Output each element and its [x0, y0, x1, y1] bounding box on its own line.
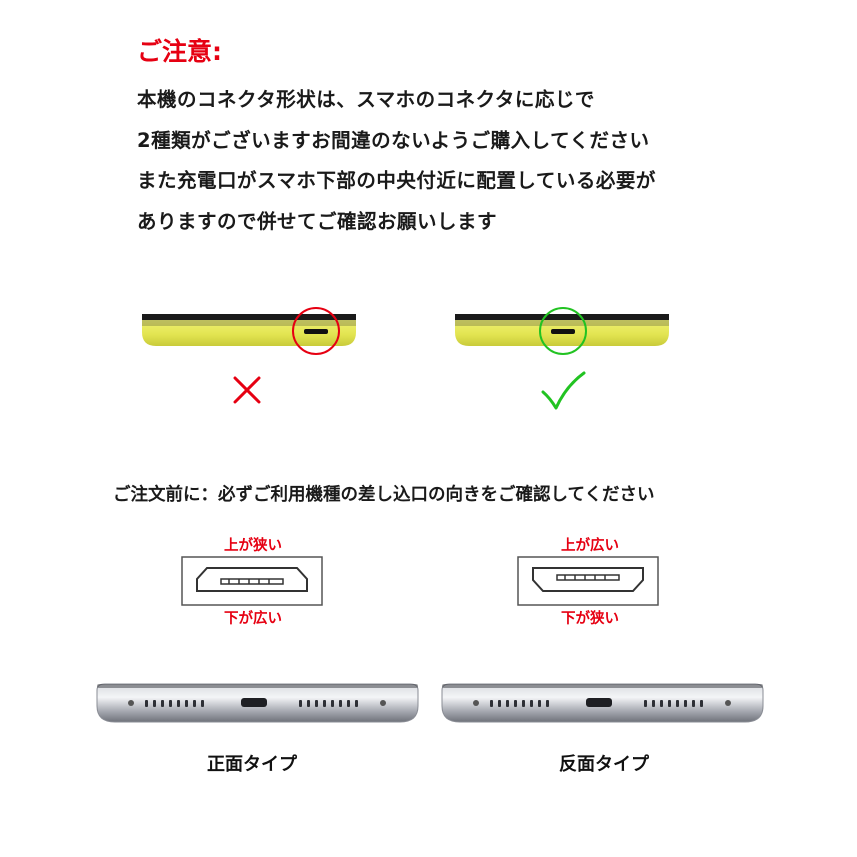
- back-port-top-label: 上が広い: [561, 538, 619, 554]
- cross-icon: [233, 376, 261, 404]
- phone-off-center-port-image: [142, 307, 356, 355]
- back-type-label: 反面タイプ: [559, 754, 649, 775]
- notice-title: ご注意:: [137, 37, 222, 66]
- notice-line-2: 2種類がございますお間違のないようご購入してください: [137, 129, 650, 152]
- notice-line-4: ありますので併せてご確認お願いします: [137, 210, 498, 233]
- notice-line-1: 本機のコネクタ形状は、スマホのコネクタに応じで: [137, 88, 595, 111]
- phone-center-port-image: [455, 307, 669, 355]
- front-type-phone-image: [96, 683, 419, 723]
- order-note: ご注文前に：必ずご利用機種の差し込口の向きをご確認してください: [113, 485, 655, 505]
- notice-line-3: また充電口がスマホ下部の中央付近に配置している必要が: [137, 169, 656, 192]
- back-port-connector-diagram: [517, 556, 659, 606]
- back-port-bottom-label: 下が狭い: [561, 611, 619, 627]
- front-port-connector-diagram: [181, 556, 323, 606]
- front-port-bottom-label: 下が広い: [224, 611, 282, 627]
- back-type-phone-image: [441, 683, 764, 723]
- front-port-top-label: 上が狭い: [224, 538, 282, 554]
- check-icon: [541, 371, 586, 410]
- front-type-label: 正面タイプ: [207, 754, 297, 775]
